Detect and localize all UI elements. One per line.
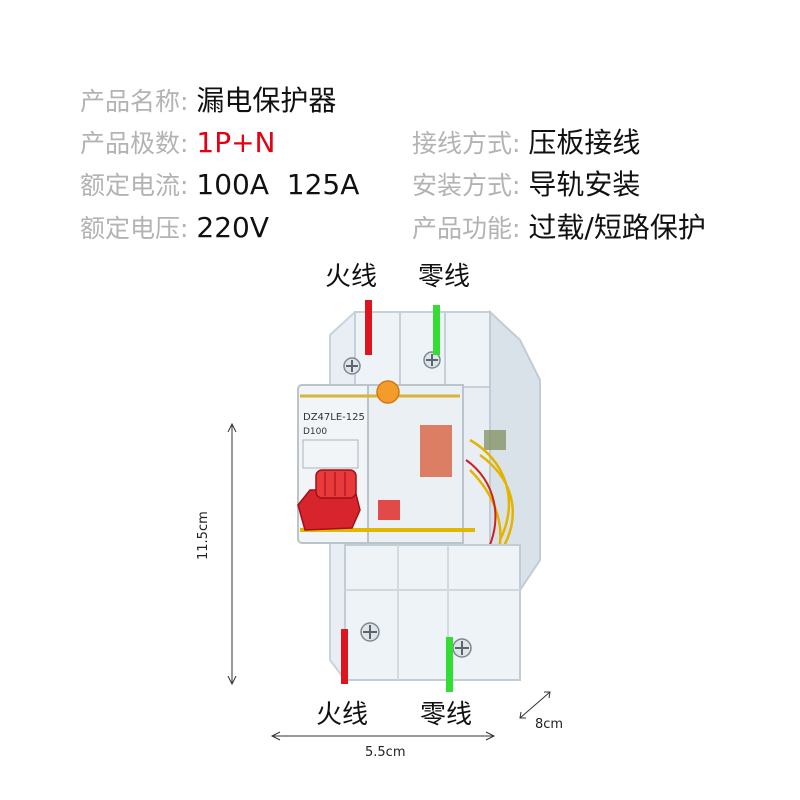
live-wire-bar-top: [365, 300, 372, 355]
neutral-wire-bar-bottom: [446, 637, 453, 692]
breaker-top-housing: [354, 311, 491, 388]
breaker-lower-body: [344, 544, 521, 681]
spec-value: 1P+N: [196, 126, 276, 159]
spec-poles: 产品极数: 1P+N: [80, 128, 276, 159]
rating-label: D100: [303, 427, 327, 437]
height-dimension-line: [227, 422, 237, 686]
terminal-screw-bottom-right: [452, 638, 472, 658]
spec-value: 220V: [196, 211, 269, 244]
model-label: DZ47LE-125: [303, 412, 365, 423]
spec-label: 接线方式:: [412, 129, 521, 158]
spec-label: 产品极数:: [80, 129, 189, 158]
neutral-wire-label-top: 零线: [418, 262, 471, 292]
live-wire-label-top: 火线: [325, 262, 378, 292]
width-dimension-line: [270, 731, 496, 741]
height-dimension-text: 11.5cm: [196, 511, 211, 560]
spec-label: 产品功能:: [412, 214, 521, 243]
spec-label: 产品名称:: [80, 87, 189, 116]
width-dimension-text: 5.5cm: [365, 745, 406, 760]
spec-function: 产品功能: 过载/短路保护: [412, 213, 706, 244]
terminal-screw-top-left: [343, 357, 361, 375]
neutral-wire-label-bottom: 零线: [420, 700, 473, 730]
depth-dimension-line: [519, 691, 551, 719]
live-wire-bar-bottom: [341, 629, 348, 684]
spec-install-method: 安装方式: 导轨安装: [412, 170, 640, 201]
test-button: [376, 380, 400, 404]
terminal-screw-top-right: [423, 351, 441, 369]
spec-rated-current: 额定电流: 100A 125A: [80, 170, 359, 201]
live-wire-label-bottom: 火线: [316, 700, 369, 730]
toggle-lever: [297, 489, 361, 531]
spec-value: 导轨安装: [528, 168, 641, 201]
spec-label: 额定电流:: [80, 171, 189, 200]
spec-rated-voltage: 额定电压: 220V: [80, 213, 269, 244]
spec-value: 过载/短路保护: [528, 211, 706, 244]
spec-label: 额定电压:: [80, 214, 189, 243]
spec-label: 安装方式:: [412, 171, 521, 200]
spec-value: 漏电保护器: [196, 84, 337, 117]
spec-wiring-method: 接线方式: 压板接线: [412, 128, 640, 159]
internal-coil: [420, 425, 452, 477]
terminal-screw-bottom-left: [360, 622, 380, 642]
depth-dimension-text: 8cm: [535, 717, 564, 732]
spec-value: 100A 125A: [196, 168, 360, 201]
spec-product-name: 产品名称: 漏电保护器: [80, 86, 336, 117]
spec-value: 压板接线: [528, 126, 641, 159]
neutral-wire-bar-top: [433, 305, 440, 355]
